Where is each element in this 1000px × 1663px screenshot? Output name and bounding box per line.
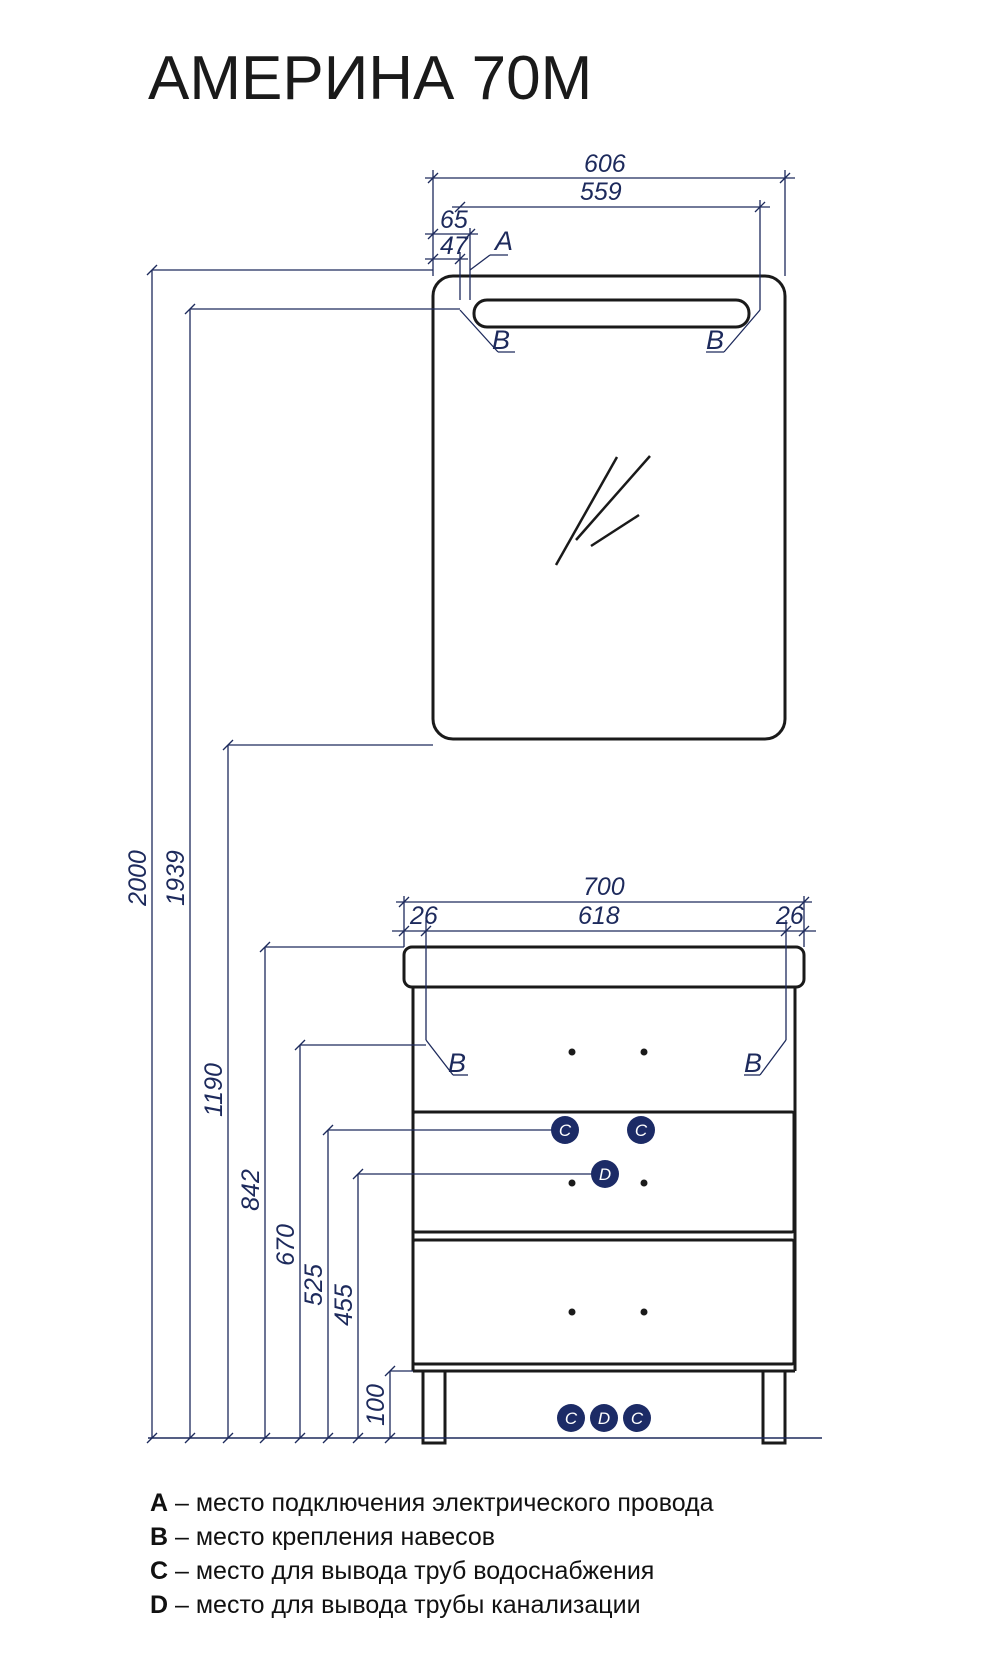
dim-455: 455 [330,1284,358,1326]
legend-item-d: D – место для вывода трубы канализации [150,1588,714,1622]
legend-text: – место для вывода трубы канализации [175,1591,641,1619]
svg-text:C: C [559,1121,572,1140]
vanity-cabinet [402,945,806,1445]
marker-a-label: A [493,226,513,256]
marker-b-cabinet-right: B [744,1048,762,1078]
legend-key: B [150,1523,169,1551]
dim-65: 65 [440,206,468,234]
marker-c-bottom-right: C [623,1404,651,1432]
cabinet-width-dimensions [328,896,816,1175]
legend-text: – место для вывода труб водоснабжения [175,1557,655,1585]
marker-c-upper-left: C [551,1116,579,1144]
dim-618: 618 [578,902,620,930]
legend-key: D [150,1591,169,1619]
dim-525: 525 [300,1264,328,1306]
product-title: АМЕРИНА 70М [148,44,593,113]
dim-47: 47 [440,232,469,260]
legend: A – место подключения электрического про… [150,1486,714,1622]
legend-item-a: A – место подключения электрического про… [150,1486,714,1520]
mirror-width-dimensions [425,170,795,353]
dim-700: 700 [583,873,625,901]
dim-26-right: 26 [775,902,804,930]
marker-b-mirror-left: B [492,325,510,355]
dim-26-left: 26 [409,902,438,930]
legend-text: – место крепления навесов [175,1523,496,1551]
legend-key: C [150,1557,169,1585]
svg-text:C: C [631,1409,644,1428]
svg-text:C: C [565,1409,578,1428]
marker-d-upper: D [591,1160,619,1188]
dim-2000: 2000 [124,850,152,907]
dim-606: 606 [584,150,626,178]
legend-text: – место подключения электрического прово… [175,1489,714,1517]
dim-670: 670 [272,1224,300,1266]
marker-c-upper-right: C [627,1116,655,1144]
marker-b-mirror-right: B [706,325,724,355]
mount-dots [568,1048,648,1316]
marker-c-bottom-left: C [557,1404,585,1432]
dim-1939: 1939 [162,850,190,906]
svg-text:D: D [598,1409,610,1428]
marker-b-cabinet-left: B [448,1048,466,1078]
dim-842: 842 [237,1169,265,1211]
marker-d-bottom: D [590,1404,618,1432]
mirror [431,274,787,741]
svg-text:C: C [635,1121,648,1140]
legend-item-b: B – место крепления навесов [150,1520,714,1554]
dim-1190: 1190 [200,1063,228,1117]
svg-text:D: D [599,1165,611,1184]
dim-100: 100 [362,1384,390,1426]
legend-key: A [150,1489,169,1517]
vertical-dimensions [146,264,460,1444]
dim-559: 559 [580,178,622,206]
legend-item-c: C – место для вывода труб водоснабжения [150,1554,714,1588]
